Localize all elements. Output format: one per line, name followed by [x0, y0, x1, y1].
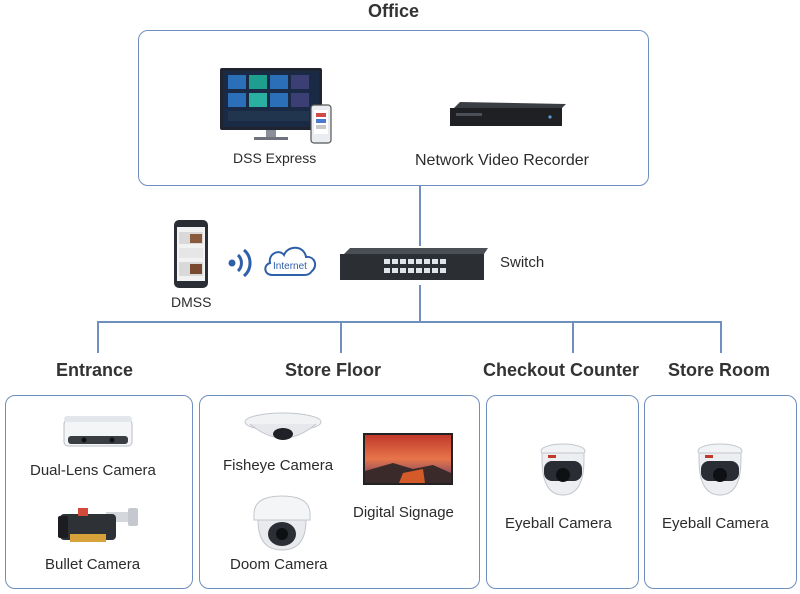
digital-signage-icon: [363, 433, 453, 485]
dual-lens-camera-label: Dual-Lens Camera: [30, 462, 156, 479]
store-room-title: Store Room: [668, 360, 771, 380]
entrance-title: Entrance: [56, 360, 134, 380]
bullet-camera-icon: [58, 508, 138, 542]
dmss-label: DMSS: [171, 294, 212, 310]
dual-lens-camera-icon: [63, 416, 133, 447]
store-floor-drop: [340, 321, 342, 353]
internet-label: Internet: [273, 261, 307, 272]
eyeball-camera-icon-store-room: [697, 443, 743, 496]
checkout-drop: [572, 321, 574, 353]
nvr-icon: [450, 102, 566, 126]
store-room-drop: [720, 321, 722, 353]
store-floor-title: Store Floor: [285, 360, 382, 380]
entrance-drop: [97, 321, 99, 353]
fisheye-camera-icon: [244, 412, 322, 440]
switch-label: Switch: [500, 254, 545, 271]
internet-cloud-icon: [264, 246, 317, 276]
fisheye-camera-label: Fisheye Camera: [223, 457, 334, 474]
office-switch-line: [419, 186, 421, 246]
dss-express-label: DSS Express: [233, 150, 317, 166]
doom-camera-icon: [253, 495, 311, 551]
switch-drop-line: [419, 285, 421, 322]
checkout-title: Checkout Counter: [483, 360, 640, 380]
checkout-box: [486, 395, 639, 589]
nvr-label: Network Video Recorder: [415, 152, 590, 169]
monitor-icon: [220, 68, 322, 140]
distribution-bus: [97, 321, 721, 323]
wireless-signal-icon: [228, 248, 252, 278]
doom-camera-label: Doom Camera: [230, 556, 328, 573]
store-floor-box: [199, 395, 480, 589]
bullet-camera-label: Bullet Camera: [45, 556, 141, 573]
office-title: Office: [368, 1, 420, 21]
eyeball-camera-label-store-room: Eyeball Camera: [662, 515, 769, 532]
phone-icon: [310, 104, 332, 144]
digital-signage-label: Digital Signage: [353, 504, 454, 521]
dmss-phone-icon: [174, 220, 208, 288]
eyeball-camera-icon-checkout: [540, 443, 586, 496]
switch-icon: [340, 248, 488, 280]
eyeball-camera-label-checkout: Eyeball Camera: [505, 515, 612, 532]
